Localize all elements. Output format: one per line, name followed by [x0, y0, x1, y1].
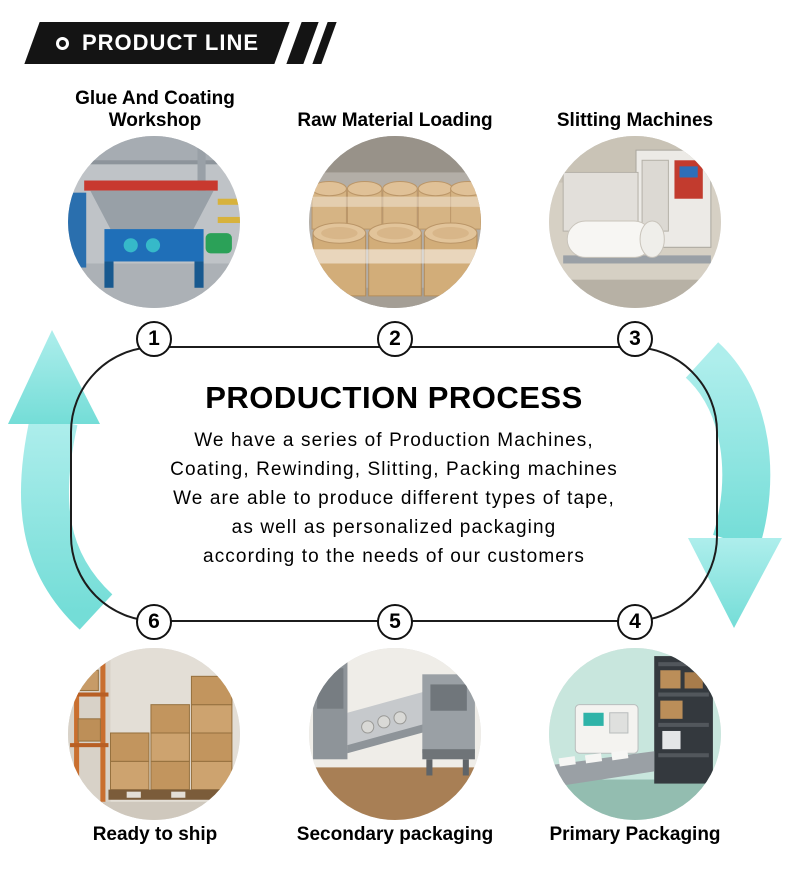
warehouse-boxes-illustration	[68, 648, 240, 820]
process-description-line: as well as personalized packaging	[231, 517, 557, 538]
station-label-secondary-packaging: Secondary packaging	[296, 824, 494, 845]
slitting-machine-illustration	[549, 136, 721, 308]
glue-coating-workshop-illustration	[68, 136, 240, 308]
process-description-line: Coating, Rewinding, Slitting, Packing ma…	[170, 459, 618, 480]
primary-packaging-illustration	[549, 648, 721, 820]
raw-material-drums-illustration	[309, 136, 481, 308]
station-label-glue-coating: Glue And Coating Workshop	[75, 88, 235, 131]
step-badge-4: 4	[617, 604, 653, 640]
step-badge-5: 5	[377, 604, 413, 640]
step-badge-3: 3	[617, 321, 653, 357]
production-process-panel: PRODUCTION PROCESS We have a series of P…	[70, 346, 718, 622]
secondary-packaging-photo	[309, 648, 481, 820]
process-description-line: according to the needs of our customers	[203, 546, 585, 567]
packaging-machine-illustration	[309, 648, 481, 820]
station-label-raw-material: Raw Material Loading	[297, 110, 493, 131]
section-title: PRODUCT LINE	[82, 30, 259, 55]
process-description: We have a series of Production Machines,…	[72, 426, 716, 571]
step-badge-2: 2	[377, 321, 413, 357]
step-badge-6: 6	[136, 604, 172, 640]
process-description-line: We are able to produce different types o…	[173, 488, 615, 509]
process-title: PRODUCTION PROCESS	[205, 380, 583, 415]
banner-content: PRODUCT LINE	[32, 22, 282, 64]
station-label-primary-packaging: Primary Packaging	[549, 824, 721, 845]
glue-coating-workshop-photo	[68, 136, 240, 308]
station-label-slitting: Slitting Machines	[556, 110, 714, 131]
process-description-line: We have a series of Production Machines,	[194, 430, 594, 451]
raw-material-loading-photo	[309, 136, 481, 308]
primary-packaging-photo	[549, 648, 721, 820]
circle-bullet-icon	[56, 36, 69, 50]
product-line-banner: PRODUCT LINE	[24, 22, 290, 64]
slitting-machines-photo	[549, 136, 721, 308]
ready-to-ship-photo	[68, 648, 240, 820]
step-badge-1: 1	[136, 321, 172, 357]
station-label-ready-to-ship: Ready to ship	[92, 824, 218, 845]
